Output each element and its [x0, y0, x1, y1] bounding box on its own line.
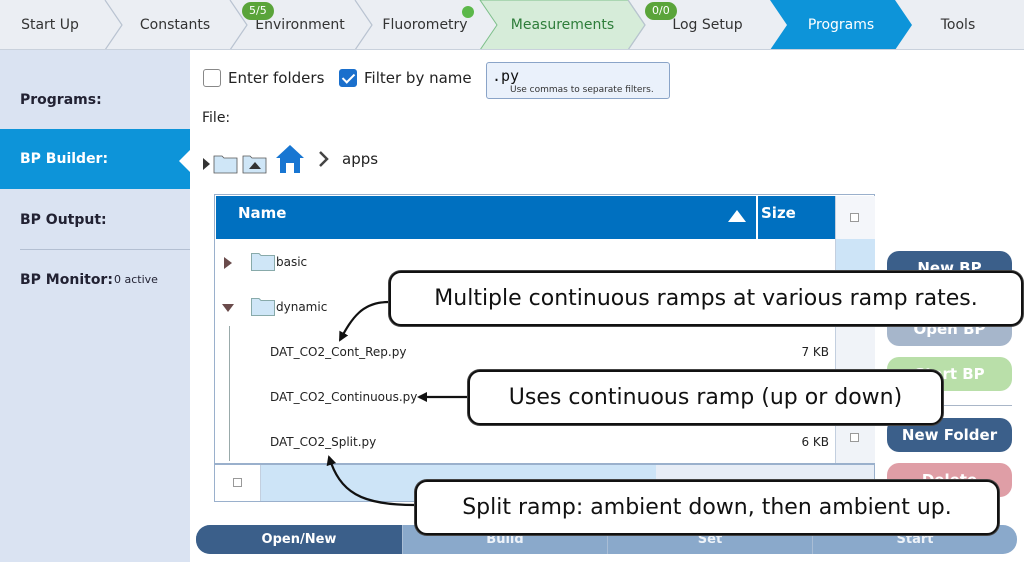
sort-ascending-icon[interactable] — [728, 210, 746, 222]
table-header: Name Size — [216, 196, 835, 239]
callout-continuous: Uses continuous ramp (up or down) — [468, 370, 943, 425]
bottom-tab-open-new[interactable]: Open/New — [196, 525, 402, 554]
table-corner — [835, 196, 875, 239]
folder-up-icon[interactable] — [242, 155, 267, 174]
tab-start-up[interactable]: Start Up — [21, 17, 79, 33]
scroll-box[interactable] — [233, 478, 242, 487]
row-name: dynamic — [276, 300, 328, 314]
sidebar-item-label: BP Builder: — [20, 151, 109, 167]
scroll-box[interactable] — [850, 433, 859, 442]
chevron-right-icon — [319, 151, 329, 167]
expand-arrow-icon[interactable] — [203, 158, 210, 170]
sidebar-item-bp-output[interactable]: BP Output: — [0, 190, 190, 250]
row-size: 7 KB — [801, 345, 829, 359]
row-size: 6 KB — [801, 435, 829, 449]
table-row-file[interactable]: DAT_CO2_Cont_Rep.py 7 KB — [216, 330, 835, 375]
sidebar-item-bp-builder[interactable]: BP Builder: — [0, 129, 190, 189]
select-all-box[interactable] — [850, 213, 859, 222]
sidebar-divider — [20, 249, 190, 250]
folder-icon[interactable] — [213, 155, 238, 174]
tab-tools[interactable]: Tools — [940, 17, 976, 33]
filter-by-name-checkbox[interactable] — [339, 69, 357, 87]
filter-by-name-label: Filter by name — [364, 69, 472, 87]
sidebar-item-label: BP Output: — [20, 212, 107, 228]
filter-input-value: .py — [492, 67, 520, 85]
filter-input[interactable]: .py Use commas to separate filters. — [486, 62, 670, 99]
sidebar-item-label: Programs: — [20, 92, 102, 108]
tab-measurements[interactable]: Measurements — [510, 17, 615, 33]
tab-programs[interactable]: Programs — [807, 17, 875, 33]
tree-guide-line — [229, 326, 230, 461]
tab-fluorometry[interactable]: Fluorometry — [382, 17, 468, 33]
breadcrumb-path[interactable]: apps — [342, 150, 379, 168]
enter-folders-label: Enter folders — [228, 69, 325, 87]
callout-split: Split ramp: ambient down, then ambient u… — [415, 480, 999, 535]
button-divider — [887, 405, 1012, 406]
log-setup-badge: 0/0 — [645, 2, 677, 20]
table-row-file[interactable]: DAT_CO2_Continuous.py — [216, 375, 835, 420]
tab-log-setup[interactable]: Log Setup — [672, 17, 743, 33]
table-corner-bottom — [215, 465, 261, 501]
environment-badge: 5/5 — [242, 2, 274, 20]
new-folder-button[interactable]: New Folder — [887, 418, 1012, 452]
folder-icon — [251, 298, 275, 316]
table-row-folder-basic[interactable]: basic — [216, 240, 835, 285]
row-name: basic — [276, 255, 308, 269]
row-name: DAT_CO2_Split.py — [270, 435, 377, 449]
breadcrumb-icons — [203, 145, 329, 174]
arrow-cont-rep — [339, 300, 390, 342]
top-nav-background — [0, 0, 1024, 50]
home-icon[interactable] — [276, 145, 304, 173]
column-separator — [756, 196, 758, 239]
column-header-size[interactable]: Size — [761, 204, 796, 222]
row-name: DAT_CO2_Continuous.py — [270, 390, 418, 404]
arrow-split — [326, 455, 416, 507]
sidebar-item-label: BP Monitor: — [20, 272, 113, 288]
active-pointer — [179, 150, 190, 172]
table-row-folder-dynamic[interactable]: dynamic — [216, 285, 835, 330]
callout-cont-rep: Multiple continuous ramps at various ram… — [389, 271, 1023, 326]
tab-constants[interactable]: Constants — [139, 17, 211, 33]
tab-environment[interactable]: Environment — [255, 17, 345, 33]
top-navigation: Start Up Constants Environment 5/5 Fluor… — [0, 0, 1024, 50]
expand-arrow-icon[interactable] — [224, 257, 232, 269]
filter-hint: Use commas to separate filters. — [510, 85, 654, 95]
table-row-file[interactable]: DAT_CO2_Split.py 6 KB — [216, 420, 835, 465]
bottom-tab-set[interactable]: Set — [607, 525, 812, 554]
bp-monitor-count: 0 active — [114, 273, 158, 286]
folder-icon — [251, 253, 275, 271]
enter-folders-checkbox[interactable] — [203, 69, 221, 87]
file-label: File: — [202, 110, 231, 126]
fluorometry-status-dot — [462, 6, 474, 18]
column-header-name[interactable]: Name — [238, 204, 287, 222]
bottom-tab-build[interactable]: Build — [402, 525, 607, 554]
row-name: DAT_CO2_Cont_Rep.py — [270, 345, 407, 359]
sidebar-item-programs[interactable]: Programs: — [0, 70, 190, 130]
collapse-arrow-icon[interactable] — [222, 304, 234, 312]
sidebar-item-bp-monitor[interactable]: BP Monitor: 0 active — [0, 250, 190, 310]
bottom-tab-start[interactable]: Start — [812, 525, 1017, 554]
sidebar: Programs: BP Builder: BP Output: BP Moni… — [0, 50, 190, 562]
breadcrumb: apps — [200, 142, 500, 178]
